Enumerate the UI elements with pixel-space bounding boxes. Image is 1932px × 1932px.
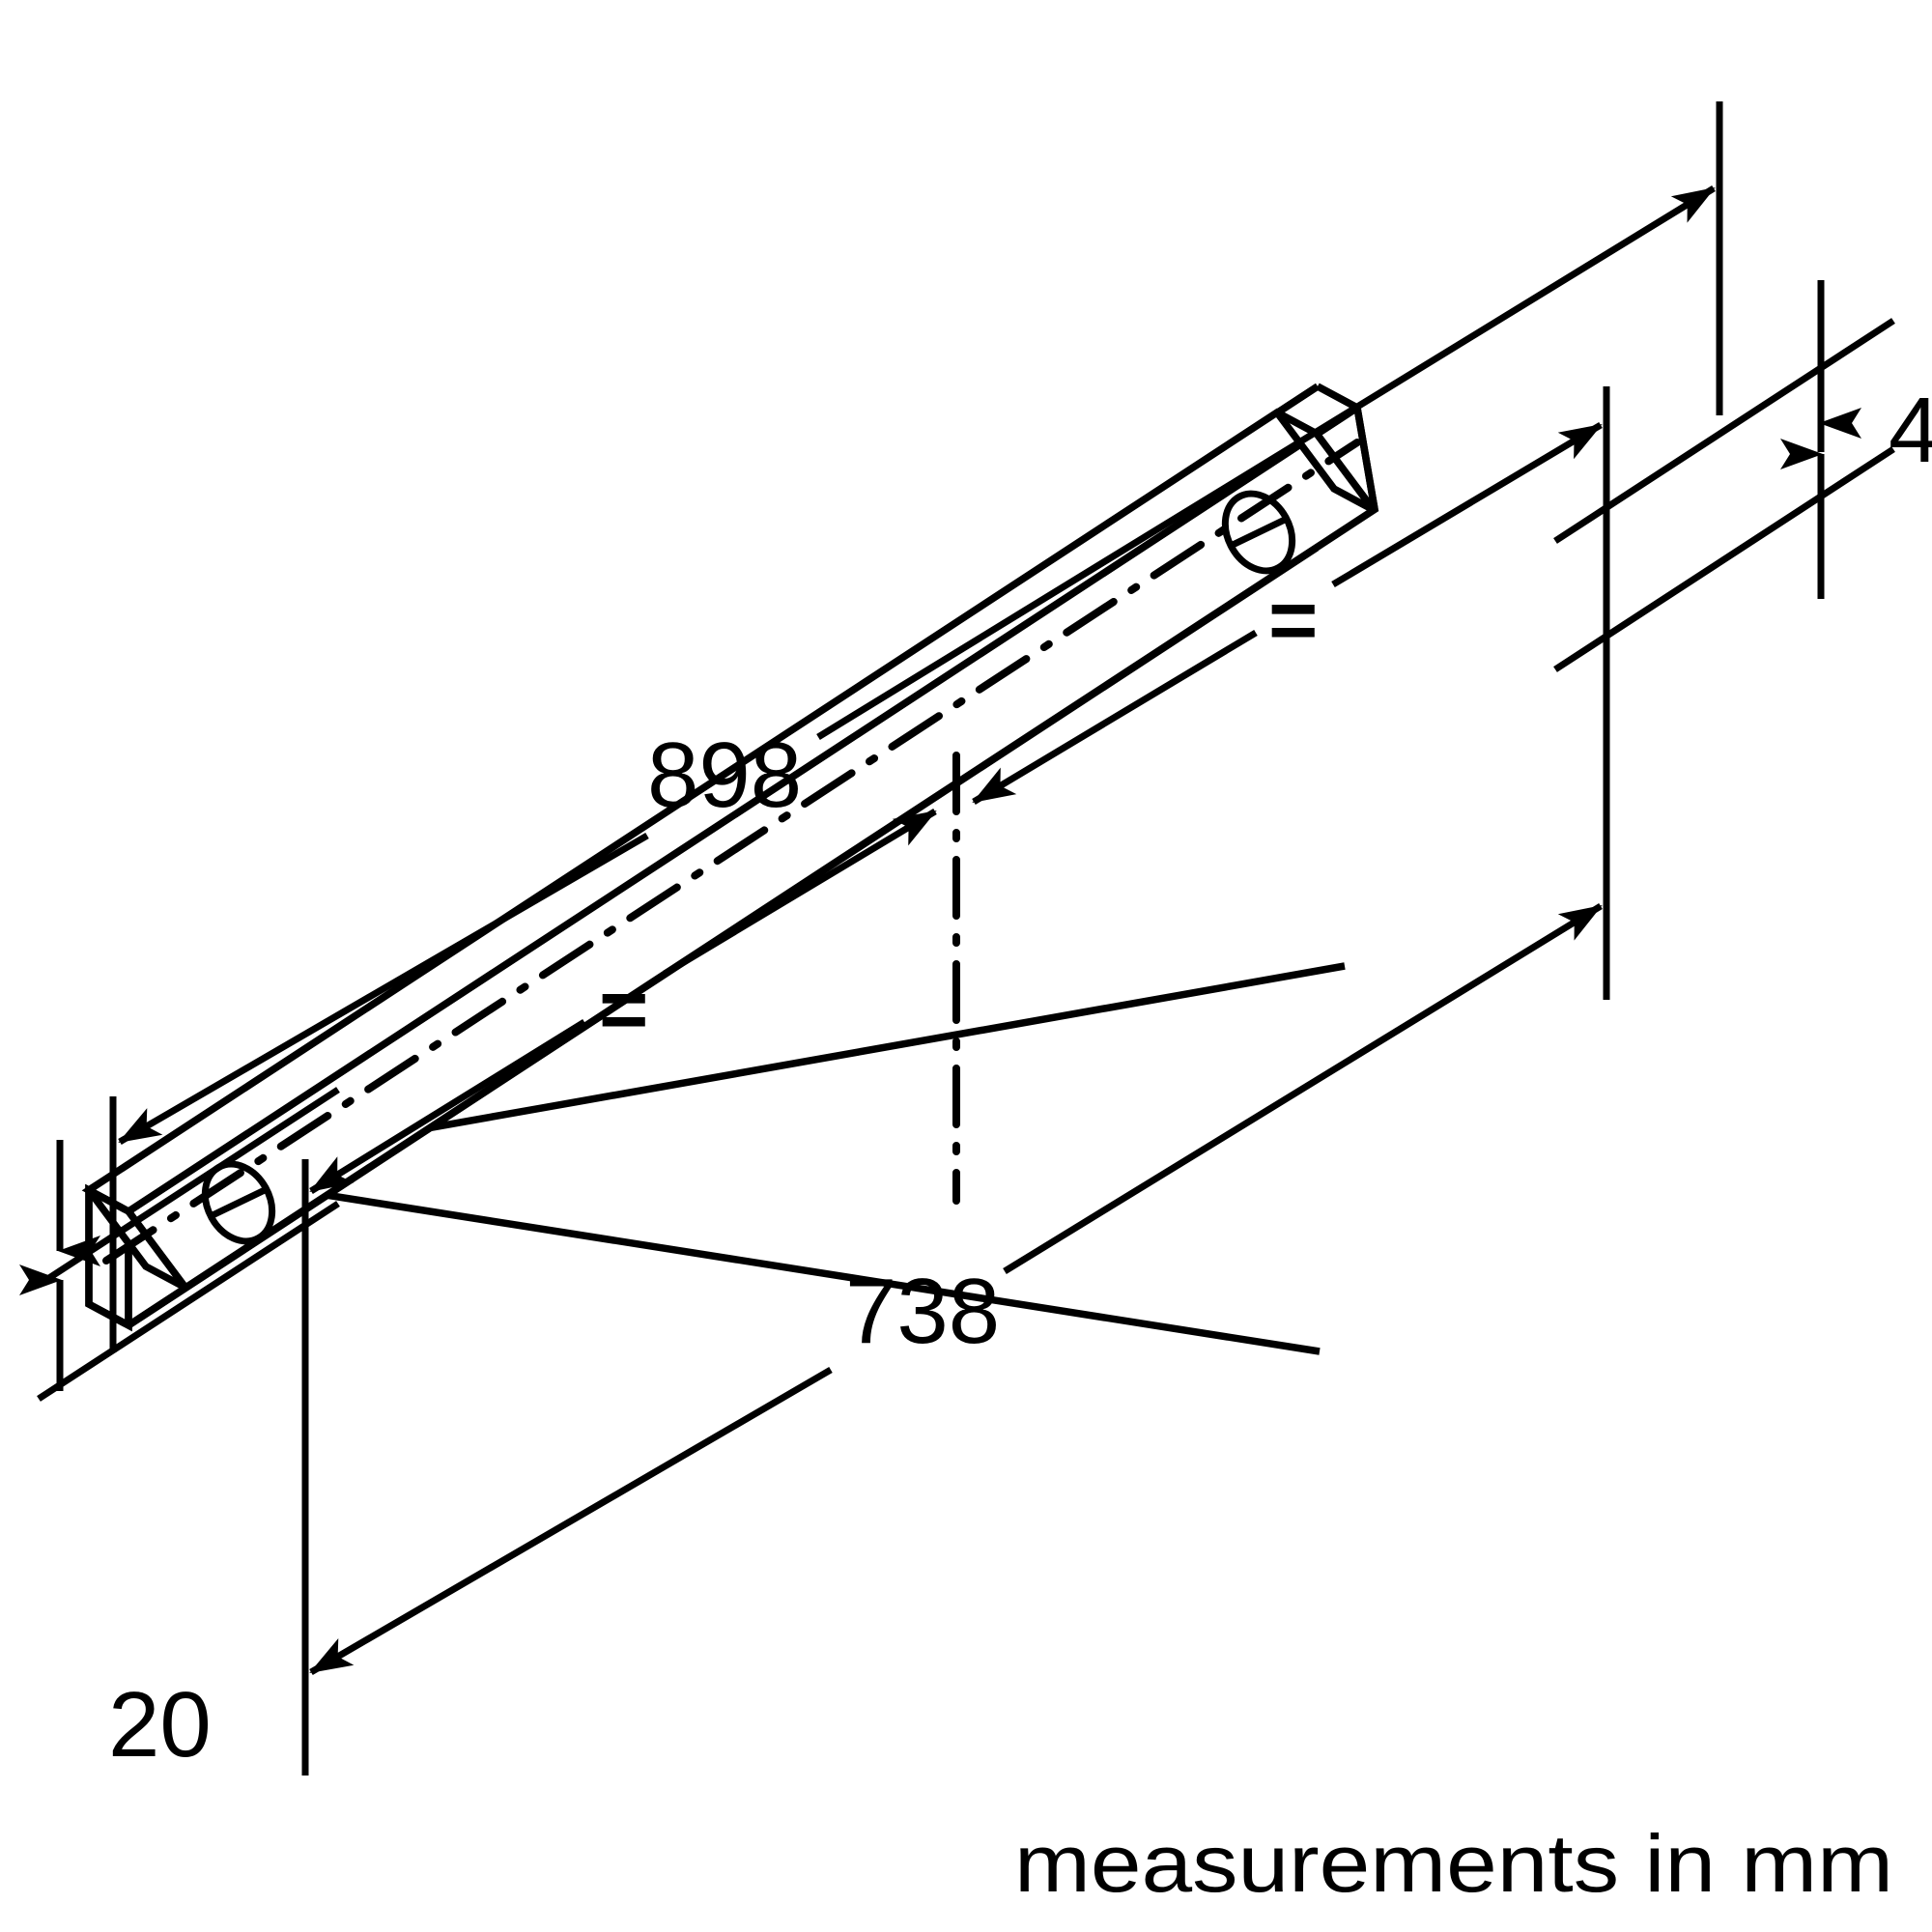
hole-right-group [1221, 490, 1296, 575]
equal-mark-upper: = [1268, 572, 1318, 668]
dim-20-witness-bottom [37, 1201, 340, 1402]
dimension-738 [309, 903, 1603, 1676]
mounting-hole-right-slot [1229, 515, 1289, 550]
rail-centerline-group [102, 439, 1361, 1264]
dim-898-line-left [118, 832, 649, 1146]
dim-738-line-left [309, 1366, 833, 1676]
rail-axis-centerline [102, 439, 1361, 1264]
extension-lines [109, 101, 1825, 1776]
dim-20-witness-top [37, 1087, 340, 1288]
dimension-label-898: 898 [647, 724, 802, 827]
units-note: measurements in mm [1014, 1818, 1893, 1909]
dim-eq-lower-line-right [663, 808, 937, 978]
dimension-20 [19, 1087, 340, 1402]
dimension-label-738: 738 [845, 1260, 1000, 1363]
dim-eq-upper-line-left [972, 629, 1258, 806]
dimension-label-20: 20 [108, 1673, 212, 1776]
dim-738-line-right [1003, 903, 1603, 1274]
mounting-hole-left-slot [209, 1185, 269, 1220]
dimension-equal-upper [972, 421, 1603, 806]
dim-40-witness-top [1553, 318, 1895, 544]
equal-mark-lower: = [599, 961, 648, 1057]
dim-eq-lower-line-left [309, 1019, 586, 1194]
dim-898-line-right [816, 185, 1716, 740]
dim-eq-upper-line-right [1331, 421, 1603, 588]
dim-40-witness-bottom [1553, 446, 1895, 672]
right-cap [1316, 383, 1359, 412]
dimension-label-40: 40 [1889, 379, 1932, 482]
dimension-equal-lower [309, 808, 937, 1194]
dimension-40-witness [1553, 318, 1895, 672]
dimension-898 [118, 185, 1716, 1146]
